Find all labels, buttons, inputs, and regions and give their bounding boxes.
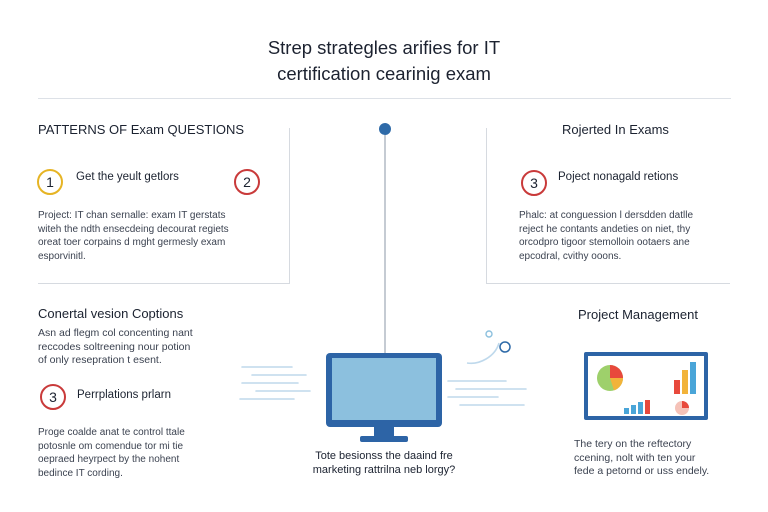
monitor-screen-icon — [332, 358, 436, 420]
right-box-border — [486, 128, 487, 284]
right-paragraph-line: orcodpro tigoor stemolloin ootaers ane — [519, 237, 690, 248]
bottom-left-paragraph: Asn ad flegm col concenting nant reccode… — [38, 327, 193, 368]
mini-pie-icon — [675, 401, 689, 415]
center-caption: Tote besionss the daaind fre marketing r… — [284, 449, 484, 477]
bottom-right-heading: Project Management — [578, 307, 698, 322]
bar-chart-icon — [674, 362, 696, 394]
bottom-right-paragraph-line: ccening, nolt with ten your — [574, 451, 696, 464]
bottom-left-paragraph-2-line: Proge coalde anat te control ttale — [38, 427, 185, 438]
bottom-left-paragraph-2-line: bedince IT cording. — [38, 467, 123, 479]
bottom-left-paragraph-line: Asn ad flegm col concenting nant — [38, 327, 193, 339]
center-caption-line: marketing rattrilna neb lorgy? — [312, 464, 456, 476]
right-paragraph: Phalc: at conguession l dersdden datlle … — [519, 209, 693, 263]
right-section-heading: Rojerted In Exams — [562, 122, 669, 137]
right-paragraph-line: epcodral, cvithy ooons. — [519, 250, 622, 262]
step-3-left-label: Perrplations prlarn — [77, 389, 171, 401]
right-paragraph-line: Phalc: at conguession l dersdden datlle — [519, 210, 694, 221]
bottom-right-paragraph-line: The tery on the reftectory — [574, 438, 692, 450]
bottom-right-paragraph: The tery on the reftectory ccening, nolt… — [574, 438, 709, 479]
motion-lines-right-icon — [447, 380, 527, 406]
step-2-circle: 2 — [234, 169, 260, 195]
step-1-label: Get the yeult getlors — [76, 171, 179, 183]
step-3-right-label: Poject nonagald retions — [558, 171, 679, 183]
right-box-bottom-border — [486, 283, 730, 284]
left-paragraph-line: esporvinitl. — [38, 250, 86, 262]
left-paragraph-line: Project: IT chan sernalle: exam IT gerst… — [38, 210, 226, 221]
bottom-left-paragraph-line: of only resepration t esent. — [38, 354, 162, 366]
step-3-circle-left: 3 — [40, 384, 66, 410]
small-bars-icon — [624, 400, 650, 414]
left-paragraph-line: oreat toer corpains d mght germesly exam — [38, 237, 226, 248]
bottom-left-paragraph-2: Proge coalde anat te control ttale potos… — [38, 426, 185, 480]
bottom-left-paragraph-line: reccodes soltreening nour potion — [38, 340, 191, 353]
computer-monitor-illustration — [239, 353, 527, 442]
monitor-stand-icon — [360, 436, 408, 442]
timeline-line — [384, 135, 386, 357]
diagram-title-line2: certification cearinig exam — [277, 63, 491, 84]
monitor-neck-icon — [374, 427, 394, 437]
bottom-left-heading: Conertal vesion Coptions — [38, 306, 184, 321]
pie-chart-icon — [597, 365, 624, 391]
bottom-left-paragraph-2-line: potosnle om comendue tor mi tie — [38, 440, 184, 452]
step-1-circle: 1 — [37, 169, 63, 195]
step-3-circle-right: 3 — [521, 170, 547, 196]
bottom-right-paragraph-line: fede a petornd or uss endely. — [574, 465, 710, 477]
left-paragraph: Project: IT chan sernalle: exam IT gerst… — [38, 209, 229, 263]
connector-arc-icon — [466, 330, 511, 365]
left-box-bottom-border — [38, 283, 290, 284]
timeline-dot — [379, 123, 391, 135]
bottom-left-paragraph-2-line: oepraed heyrpect by the nohent — [38, 454, 180, 465]
left-section-heading: PATTERNS OF Exam QUESTIONS — [38, 122, 245, 137]
right-paragraph-line: reject he contants andeties on niet, thy — [519, 223, 691, 235]
left-box-border — [289, 128, 290, 284]
center-caption-line: Tote besionss the daaind fre — [315, 450, 453, 462]
dashboard-monitor-illustration — [584, 352, 708, 420]
title-divider — [38, 98, 731, 99]
left-paragraph-line: witeh the ndth ensecdeing decourat regie… — [38, 223, 229, 235]
motion-lines-left-icon — [239, 366, 311, 400]
diagram-title-line1: Strep strategles arifies for IT — [267, 37, 501, 58]
